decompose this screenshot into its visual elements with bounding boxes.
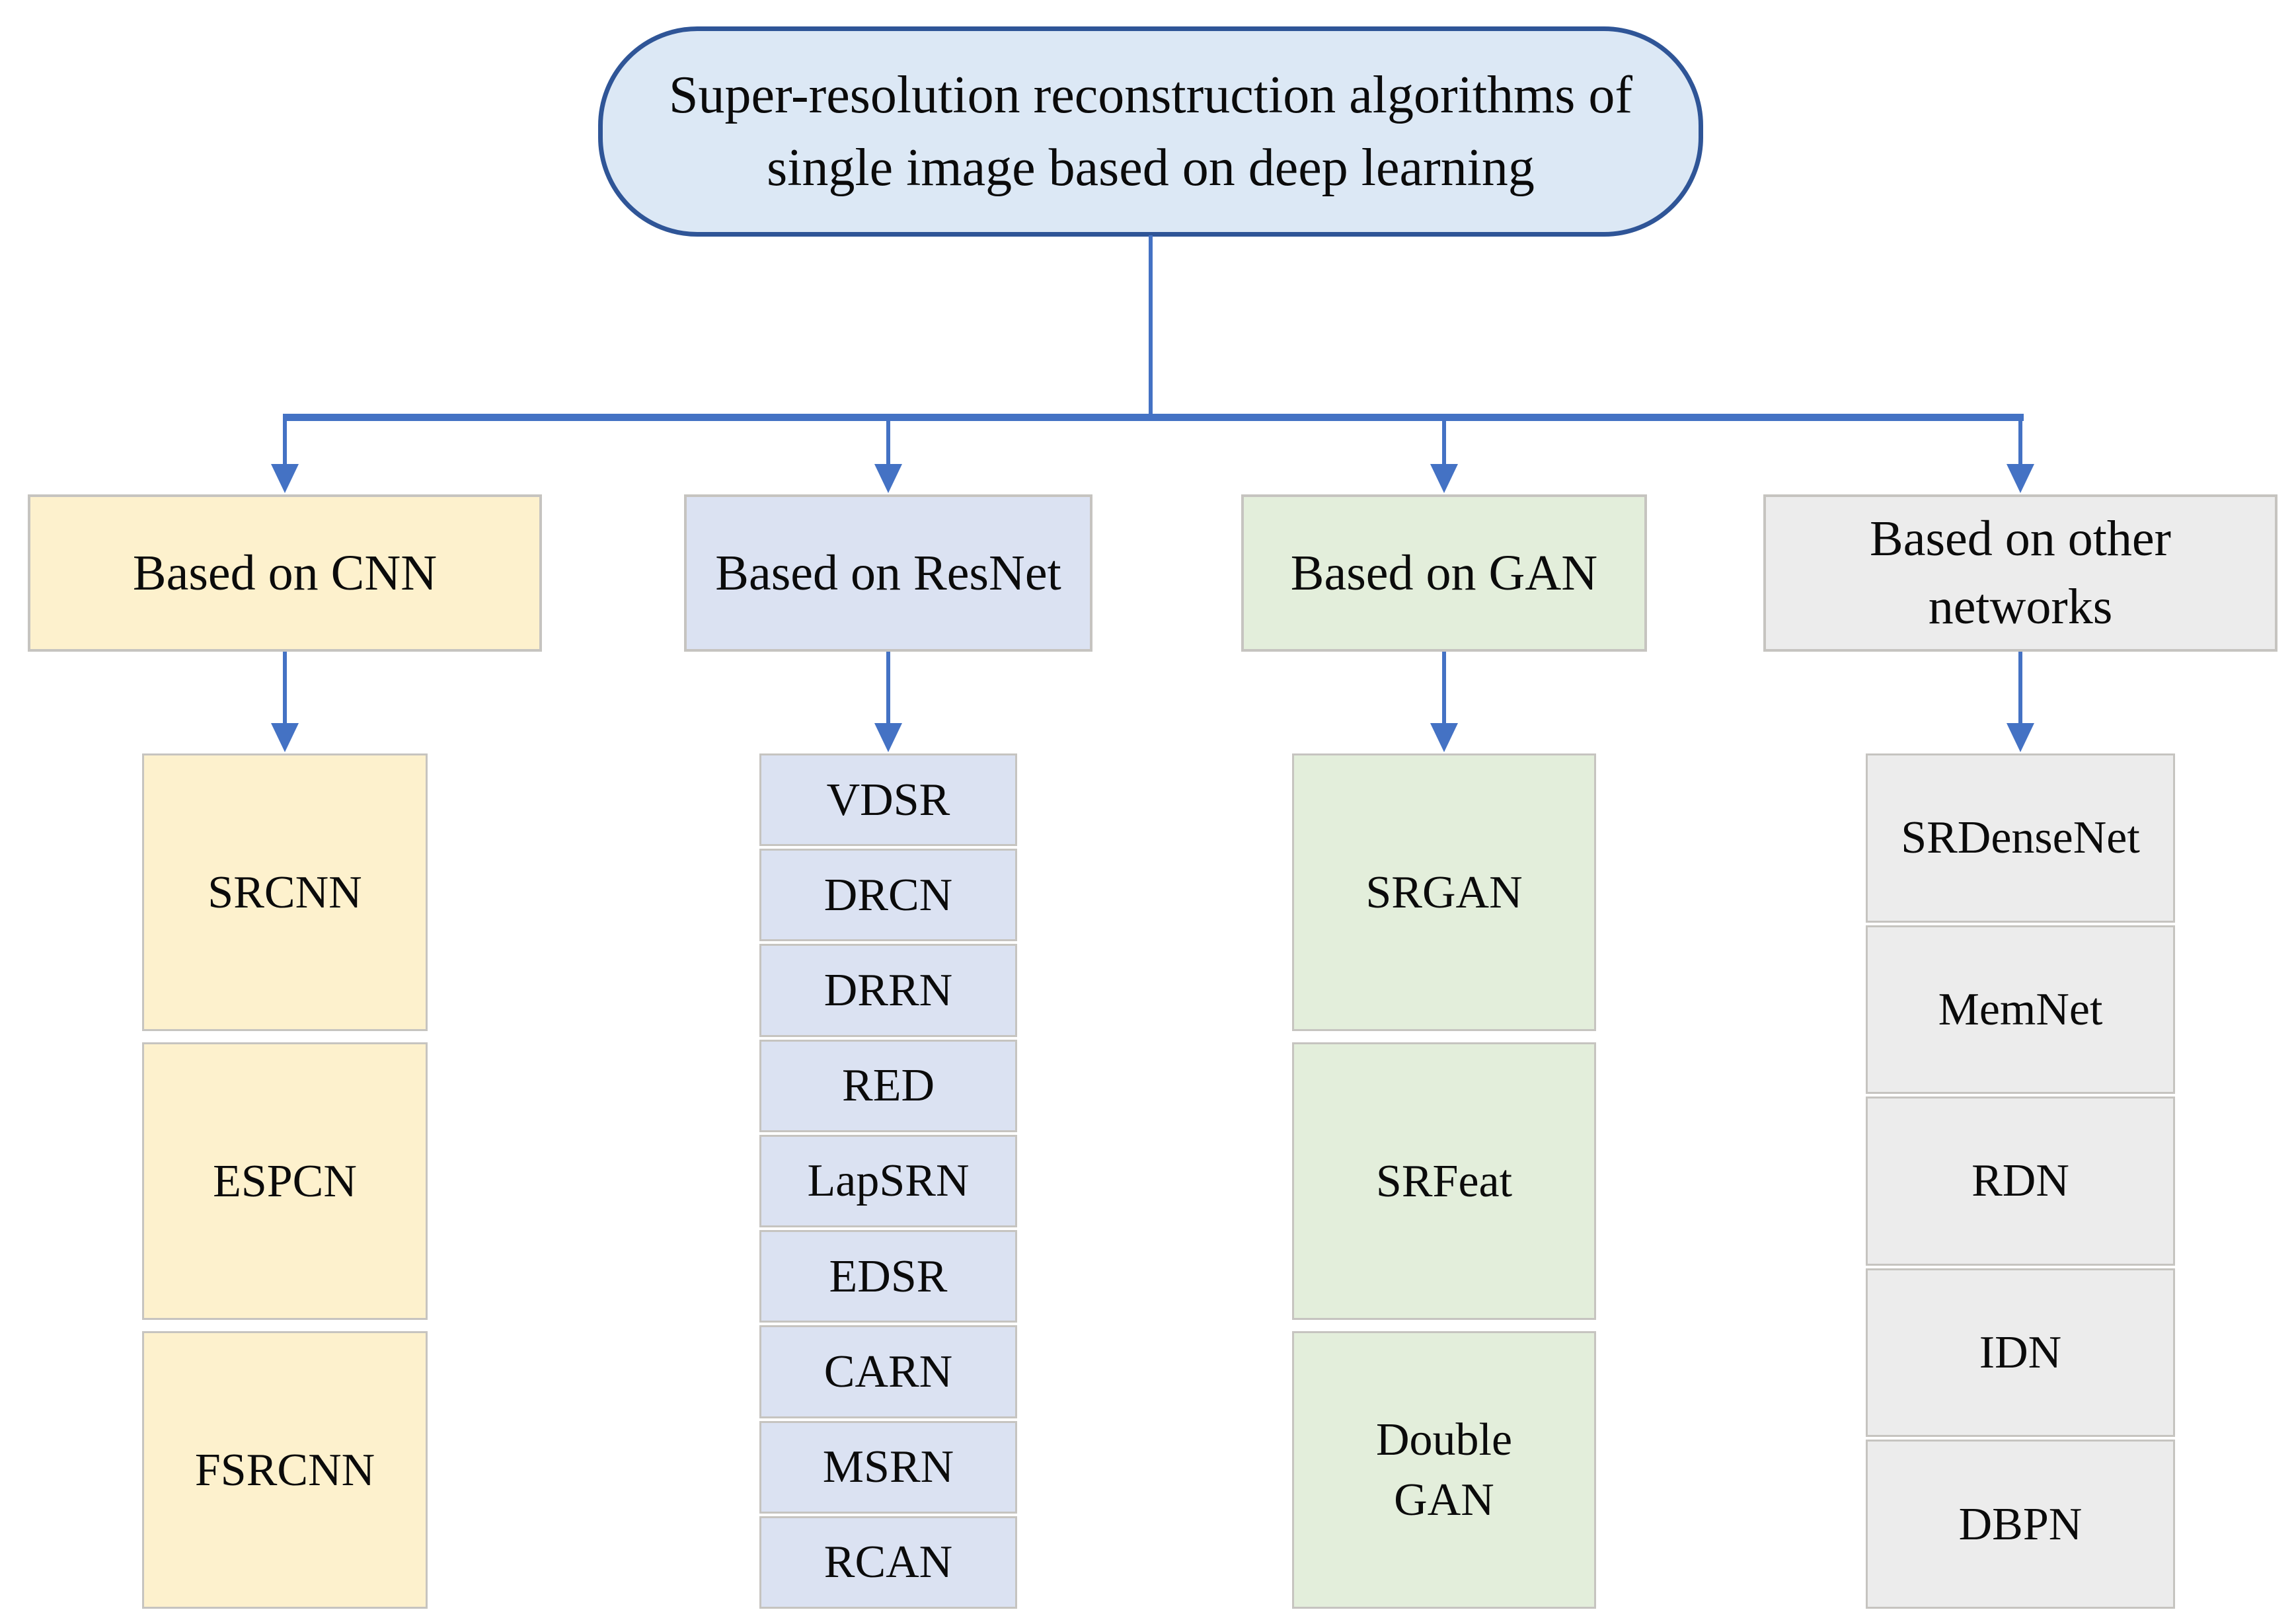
branch-list-gan: SRGAN SRFeat Double GAN xyxy=(1292,753,1596,1609)
branch-label: Based on other networks xyxy=(1870,511,2171,635)
list-item: FSRCNN xyxy=(142,1331,428,1609)
list-item: DRCN xyxy=(759,849,1017,942)
list-item: IDN xyxy=(1866,1268,2175,1438)
arrowhead-down-icon xyxy=(2007,723,2034,752)
arrowhead-down-icon xyxy=(271,723,299,752)
branch-label: Based on ResNet xyxy=(715,545,1061,601)
connector-drop-gan xyxy=(1442,419,1446,467)
branch-header-other: Based on other networks xyxy=(1763,494,2277,652)
list-item: MSRN xyxy=(759,1420,1017,1514)
branch-header-cnn: Based on CNN xyxy=(28,494,542,652)
list-item: Double GAN xyxy=(1292,1331,1596,1609)
branch-label: Based on CNN xyxy=(132,545,438,601)
branch-list-resnet: VDSR DRCN DRRN RED LapSRN EDSR CARN MSRN… xyxy=(759,753,1017,1609)
list-item: DRRN xyxy=(759,944,1017,1037)
diagram-title: Super-resolution reconstruction algorith… xyxy=(668,65,1633,197)
connector-drop2-resnet xyxy=(886,652,890,724)
branch-list-cnn: SRCNN ESPCN FSRCNN xyxy=(142,753,428,1609)
connector-drop-other xyxy=(2018,419,2022,467)
branch-header-resnet: Based on ResNet xyxy=(684,494,1092,652)
connector-drop-resnet xyxy=(886,419,890,467)
connector-drop2-other xyxy=(2018,652,2022,724)
arrowhead-down-icon xyxy=(1430,464,1458,493)
list-item: DBPN xyxy=(1866,1440,2175,1609)
connector-drop2-gan xyxy=(1442,652,1446,724)
list-item: LapSRN xyxy=(759,1134,1017,1228)
list-item: SRFeat xyxy=(1292,1042,1596,1320)
list-item: SRDenseNet xyxy=(1866,753,2175,923)
list-item: RDN xyxy=(1866,1097,2175,1266)
connector-drop2-cnn xyxy=(283,652,287,724)
connector-stem xyxy=(1149,235,1153,416)
list-item: SRGAN xyxy=(1292,753,1596,1031)
branch-header-gan: Based on GAN xyxy=(1241,494,1647,652)
list-item: ESPCN xyxy=(142,1042,428,1320)
list-item: RCAN xyxy=(759,1516,1017,1609)
list-item: EDSR xyxy=(759,1230,1017,1323)
branch-list-other: SRDenseNet MemNet RDN IDN DBPN xyxy=(1866,753,2175,1609)
root-node: Super-resolution reconstruction algorith… xyxy=(598,26,1703,237)
list-item: SRCNN xyxy=(142,753,428,1031)
list-item: VDSR xyxy=(759,753,1017,847)
arrowhead-down-icon xyxy=(271,464,299,493)
connector-drop-cnn xyxy=(283,419,287,467)
list-item: RED xyxy=(759,1039,1017,1132)
arrowhead-down-icon xyxy=(1430,723,1458,752)
branch-label: Based on GAN xyxy=(1290,545,1598,601)
arrowhead-down-icon xyxy=(874,723,902,752)
list-item: MemNet xyxy=(1866,925,2175,1095)
arrowhead-down-icon xyxy=(2007,464,2034,493)
connector-horizontal-bar xyxy=(283,414,2024,421)
list-item: CARN xyxy=(759,1325,1017,1418)
arrowhead-down-icon xyxy=(874,464,902,493)
